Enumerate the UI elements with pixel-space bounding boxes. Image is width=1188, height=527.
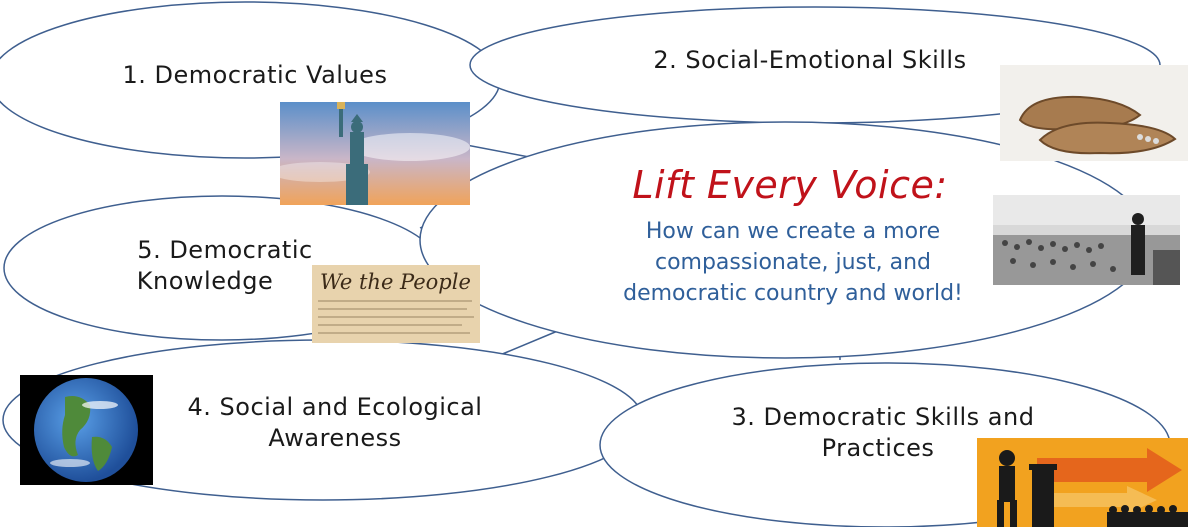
earth-globe-photo xyxy=(20,375,153,485)
speaker-crowd-photo xyxy=(993,195,1180,285)
node-label-line: 3. Democratic Skills and xyxy=(731,403,1035,431)
we-the-people-text: We the People xyxy=(320,270,471,294)
statue-of-liberty-photo xyxy=(280,102,470,205)
node-social-emotional-skills-label: 2. Social-Emotional Skills xyxy=(653,46,967,74)
we-the-people-document-photo: We the People xyxy=(312,265,480,343)
node-label-line: Awareness xyxy=(268,424,402,453)
node-social-ecological-awareness-label: 4. Social and Ecological Awareness xyxy=(155,392,515,454)
center-subtitle-line: compassionate, just, and xyxy=(654,249,932,275)
center-subtitle-line: How can we create a more xyxy=(645,219,941,244)
node-democratic-skills-practices-label: 3. Democratic Skills and Practices xyxy=(688,402,1078,464)
node-label-line: 4. Social and Ecological xyxy=(187,393,483,421)
node-democratic-knowledge-label: 5. Democratic Knowledge xyxy=(120,235,330,297)
node-label-line: Practices xyxy=(821,434,935,463)
node-label-line: 5. Democratic xyxy=(137,236,313,264)
center-subtitle: How can we create a more compassionate, … xyxy=(558,217,1028,309)
moccasins-photo xyxy=(1000,65,1188,161)
node-democratic-values-label: 1. Democratic Values xyxy=(122,61,388,89)
node-label-line: Knowledge xyxy=(136,267,274,296)
center-subtitle-line: democratic country and world! xyxy=(623,280,963,306)
connector-line xyxy=(499,329,561,356)
podium-speaker-photo xyxy=(977,438,1188,527)
center-title: Lift Every Voice: xyxy=(632,163,948,207)
